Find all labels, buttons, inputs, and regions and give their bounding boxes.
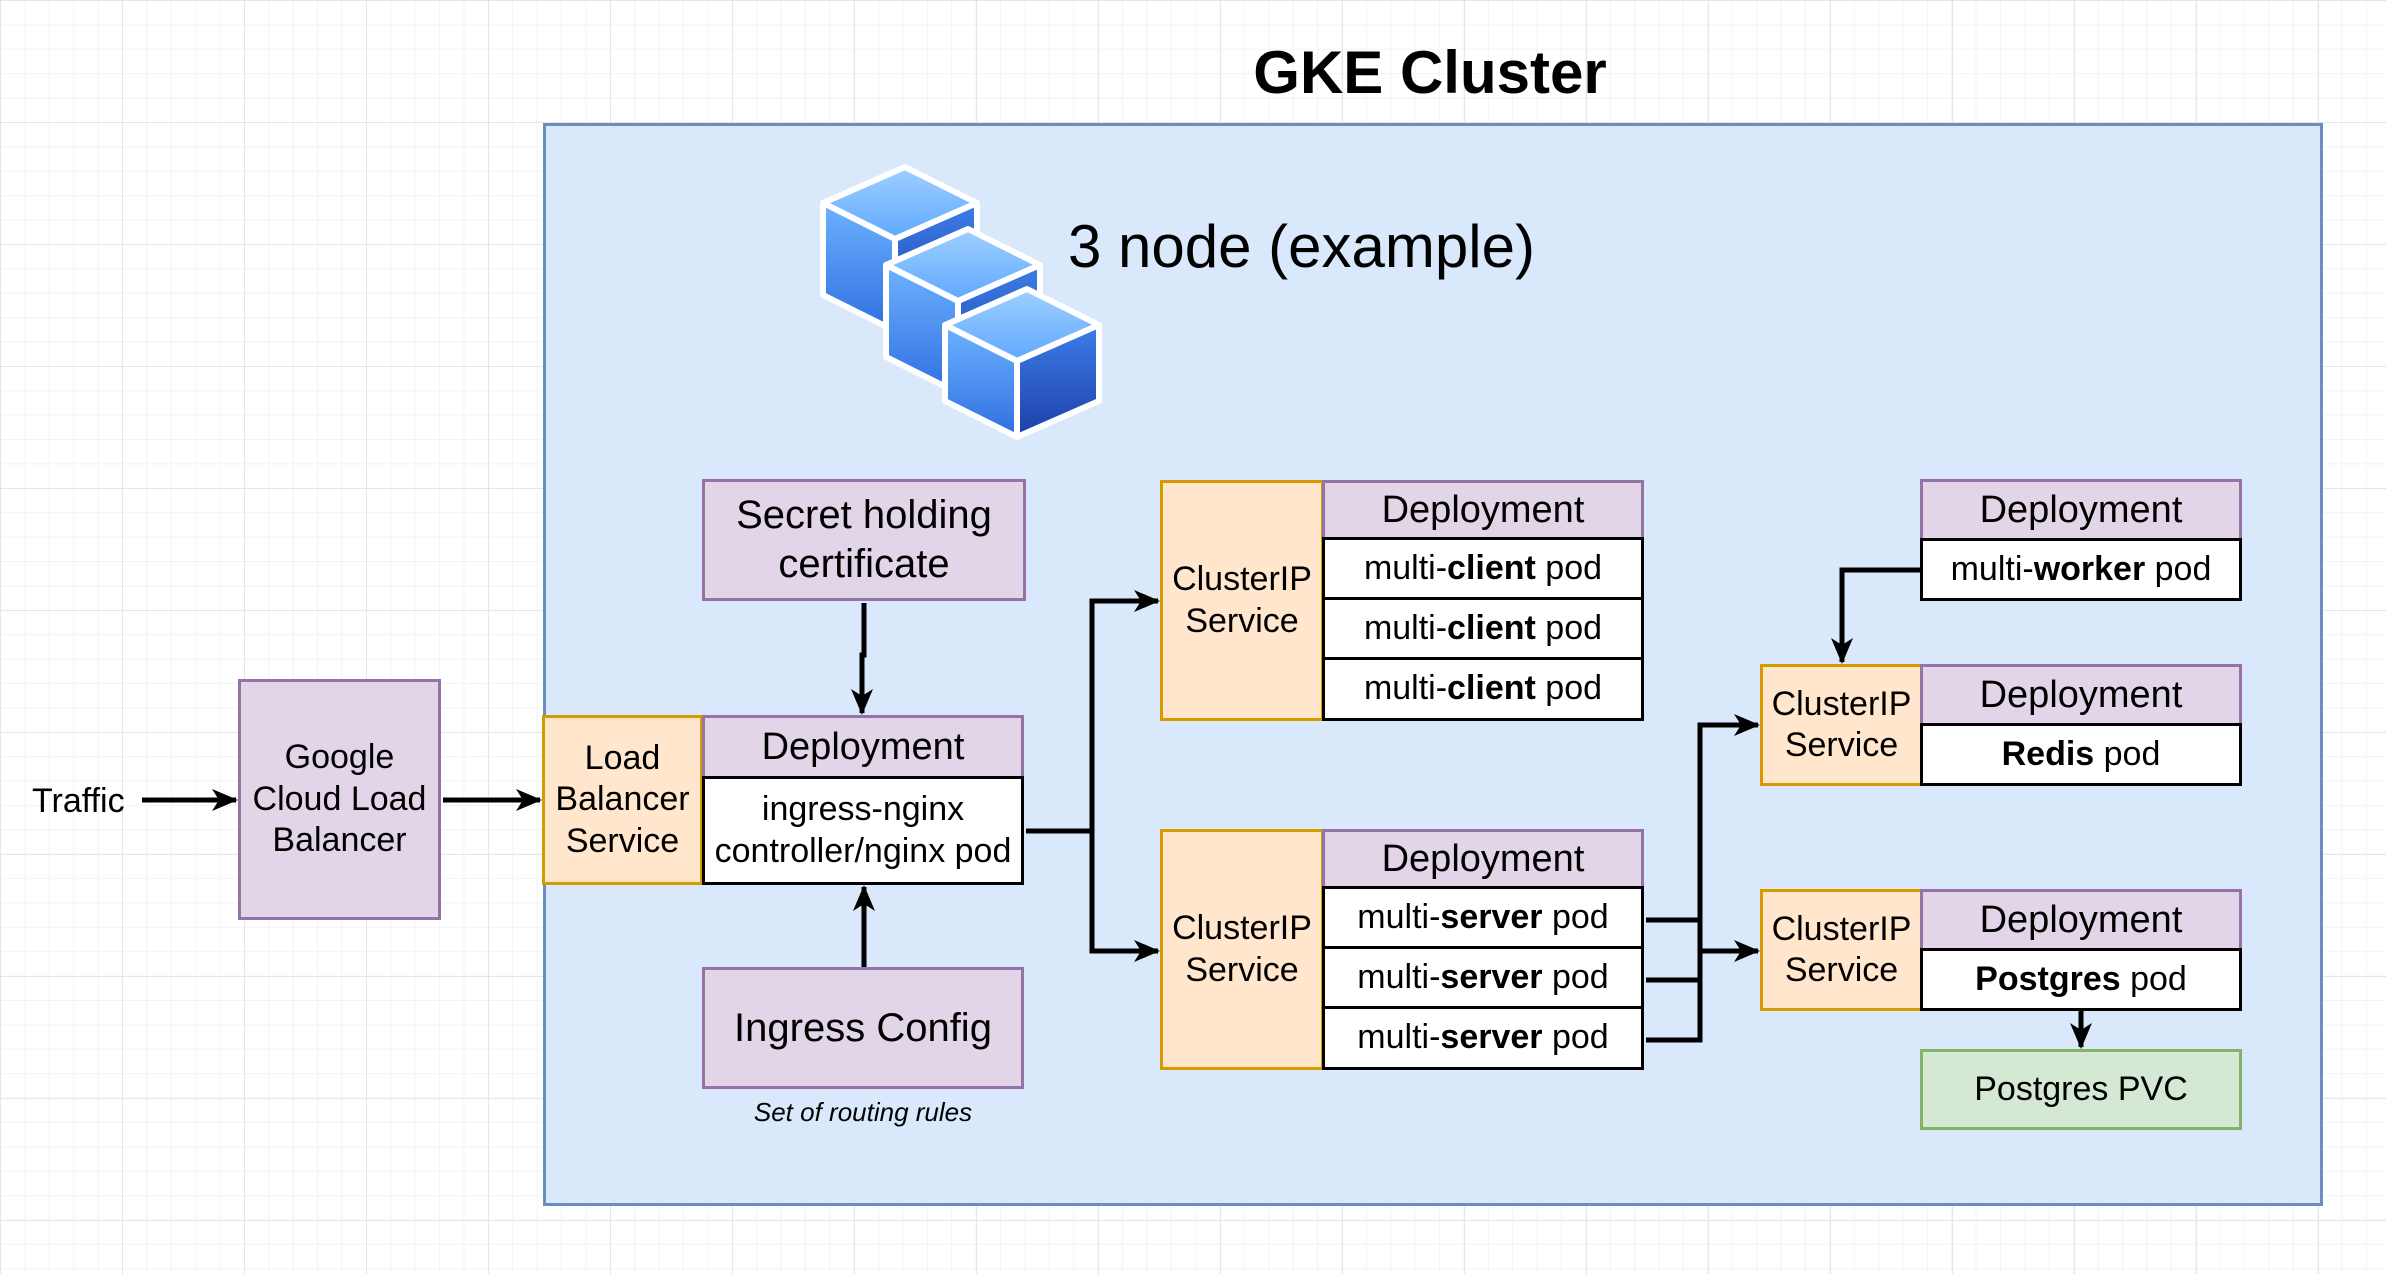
redis-deployment-header: Deployment [1920, 664, 2242, 726]
ingress-deployment-header: Deployment [702, 715, 1024, 779]
postgres-clusterip-service: ClusterIP Service [1760, 889, 1923, 1011]
server-pod: multi-server pod [1322, 1006, 1644, 1070]
google-lb-label: Google Cloud Load Balancer [252, 738, 427, 860]
secret-certificate: Secret holding certificate [702, 479, 1026, 601]
server-pod: multi-server pod [1322, 946, 1644, 1009]
google-cloud-load-balancer: Google Cloud Load Balancer [238, 679, 441, 920]
redis-clusterip-service: ClusterIP Service [1760, 664, 1923, 786]
postgres-pod: Postgres pod [1920, 948, 2242, 1011]
nodes-label: 3 node (example) [1068, 213, 1535, 280]
server-pod: multi-server pod [1322, 886, 1644, 949]
postgres-pvc: Postgres PVC [1920, 1049, 2242, 1130]
load-balancer-service: Load Balancer Service [542, 715, 703, 885]
postgres-deployment-header: Deployment [1920, 889, 2242, 951]
lb-service-label: Load Balancer Service [555, 738, 690, 860]
cluster-title: GKE Cluster [1253, 39, 1607, 106]
worker-deployment-header: Deployment [1920, 479, 2242, 541]
worker-pod: multi-worker pod [1920, 538, 2242, 601]
client-pod: multi-client pod [1322, 597, 1644, 660]
secret-label: Secret holding certificate [736, 493, 992, 586]
client-deployment-header: Deployment [1322, 480, 1644, 540]
ingress-config: Ingress Config [702, 967, 1024, 1089]
server-clusterip-service: ClusterIP Service [1160, 829, 1324, 1070]
server-deployment-header: Deployment [1322, 829, 1644, 889]
client-clusterip-service: ClusterIP Service [1160, 480, 1324, 721]
ingress-nginx-pod: ingress-nginx controller/nginx pod [702, 776, 1024, 885]
ingress-config-caption: Set of routing rules [753, 1097, 973, 1127]
client-pod: multi-client pod [1322, 537, 1644, 600]
redis-pod: Redis pod [1920, 723, 2242, 786]
traffic-label: Traffic [32, 782, 125, 820]
client-pod: multi-client pod [1322, 657, 1644, 721]
